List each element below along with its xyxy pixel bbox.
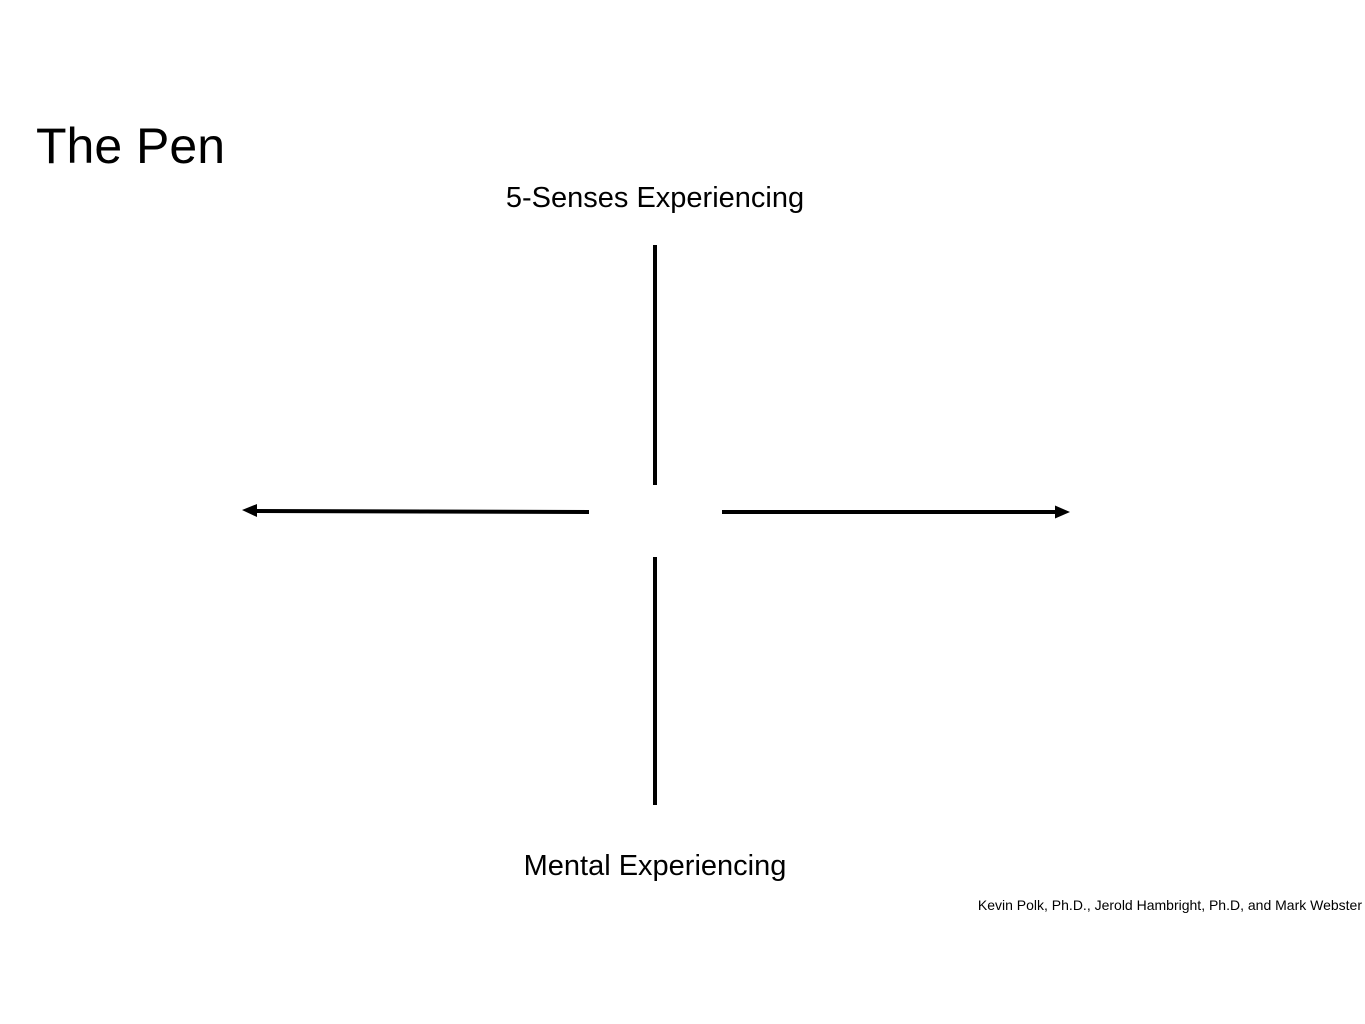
author-credit: Kevin Polk, Ph.D., Jerold Hambright, Ph.… (977, 897, 1362, 913)
slide-title: The Pen (36, 118, 226, 174)
bottom-axis-label: Mental Experiencing (523, 850, 787, 882)
arrow-right-icon (1055, 505, 1070, 519)
horizontal-line-left (253, 509, 590, 514)
top-axis-label: 5-Senses Experiencing (505, 182, 805, 214)
arrow-left-icon (242, 504, 257, 517)
